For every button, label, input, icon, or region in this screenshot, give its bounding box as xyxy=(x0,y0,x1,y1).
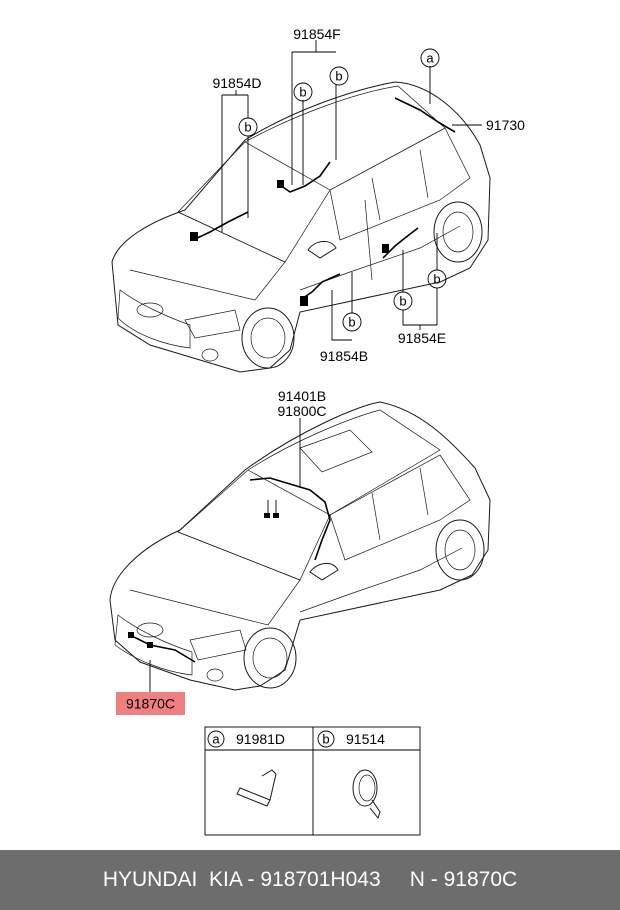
part-label-91854B: 91854B xyxy=(320,348,368,364)
svg-text:b: b xyxy=(335,69,342,84)
car-top-illustration xyxy=(111,81,491,373)
callout-b-91854F-right xyxy=(329,66,349,86)
grommet-icon xyxy=(352,769,381,820)
legend-a-part: 91981D xyxy=(236,731,285,747)
callout-b-91854E-right-upper xyxy=(427,269,447,289)
part-label-91854E: 91854E xyxy=(398,330,446,346)
footer-part-info: HYUNDAI KIA - 918701H043 N - 91870C xyxy=(0,850,620,910)
callout-a-91730 xyxy=(420,48,440,68)
leader-lines-bottom xyxy=(149,418,301,693)
callout-b-91854E-left xyxy=(393,291,413,311)
svg-text:b: b xyxy=(433,272,440,287)
svg-text:b: b xyxy=(299,85,306,100)
legend-b-part: 91514 xyxy=(346,731,385,747)
legend-a-letter: a xyxy=(212,732,220,747)
highlight-box-91870C xyxy=(116,692,185,715)
callout-b-91854F-left xyxy=(293,82,313,102)
svg-text:a: a xyxy=(426,51,434,66)
legend-b-letter: b xyxy=(322,732,329,747)
leader-lines-top xyxy=(221,40,482,341)
callout-circles-top: b b b a b b b xyxy=(238,48,447,332)
svg-text:b: b xyxy=(348,315,355,330)
part-label-91870C: 91870C xyxy=(126,696,175,712)
part-label-91730: 91730 xyxy=(486,117,525,133)
legend-table: a 91981D b 91514 xyxy=(204,726,421,836)
callout-b-91854B xyxy=(342,312,362,332)
part-label-91854D: 91854D xyxy=(212,75,261,91)
part-label-91800C: 91800C xyxy=(277,403,326,419)
callout-b-91854D xyxy=(238,117,258,137)
svg-text:b: b xyxy=(399,294,406,309)
car-bottom-illustration xyxy=(109,401,491,691)
clip-icon xyxy=(236,769,277,807)
part-label-91854F: 91854F xyxy=(293,26,340,42)
svg-text:b: b xyxy=(244,120,251,135)
parts-diagram: b b b a b b b 91854F 91854D 91730 91854B… xyxy=(109,26,525,836)
part-label-91401B: 91401B xyxy=(278,388,326,404)
